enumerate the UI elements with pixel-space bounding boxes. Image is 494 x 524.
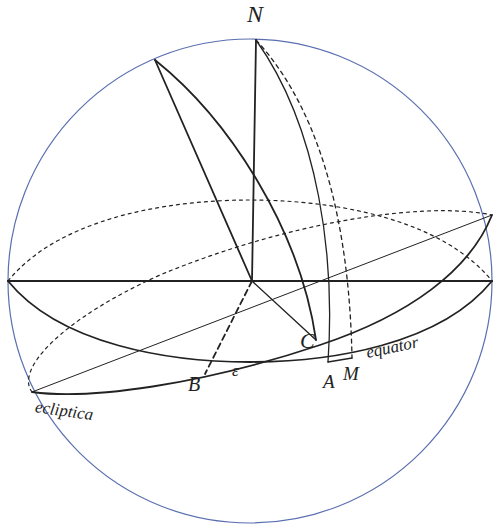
point-label: A [323,372,335,391]
ecliptic-diameter [32,215,492,392]
equator-front [8,281,492,362]
angle-label: ε [232,362,239,379]
point-label: C [300,330,315,352]
sphere-outline [8,39,492,523]
ecliptic-meridian [155,60,316,340]
equator-back [8,200,492,281]
circle-label: equator [364,333,419,361]
meridian-M [256,40,352,358]
meridian-band [328,358,352,362]
pole-label: N [247,2,263,26]
polar-axis [252,40,256,281]
ecliptic-front [32,215,492,394]
point-label: M [343,364,359,383]
equator-diameter [8,280,492,282]
meridian-A [256,40,330,362]
radius-B [205,281,252,374]
ecliptic-pole-axis [155,60,252,281]
ecliptic-back [28,211,492,392]
circle-label: ecliptica [34,398,94,423]
point-label: B [188,374,200,394]
